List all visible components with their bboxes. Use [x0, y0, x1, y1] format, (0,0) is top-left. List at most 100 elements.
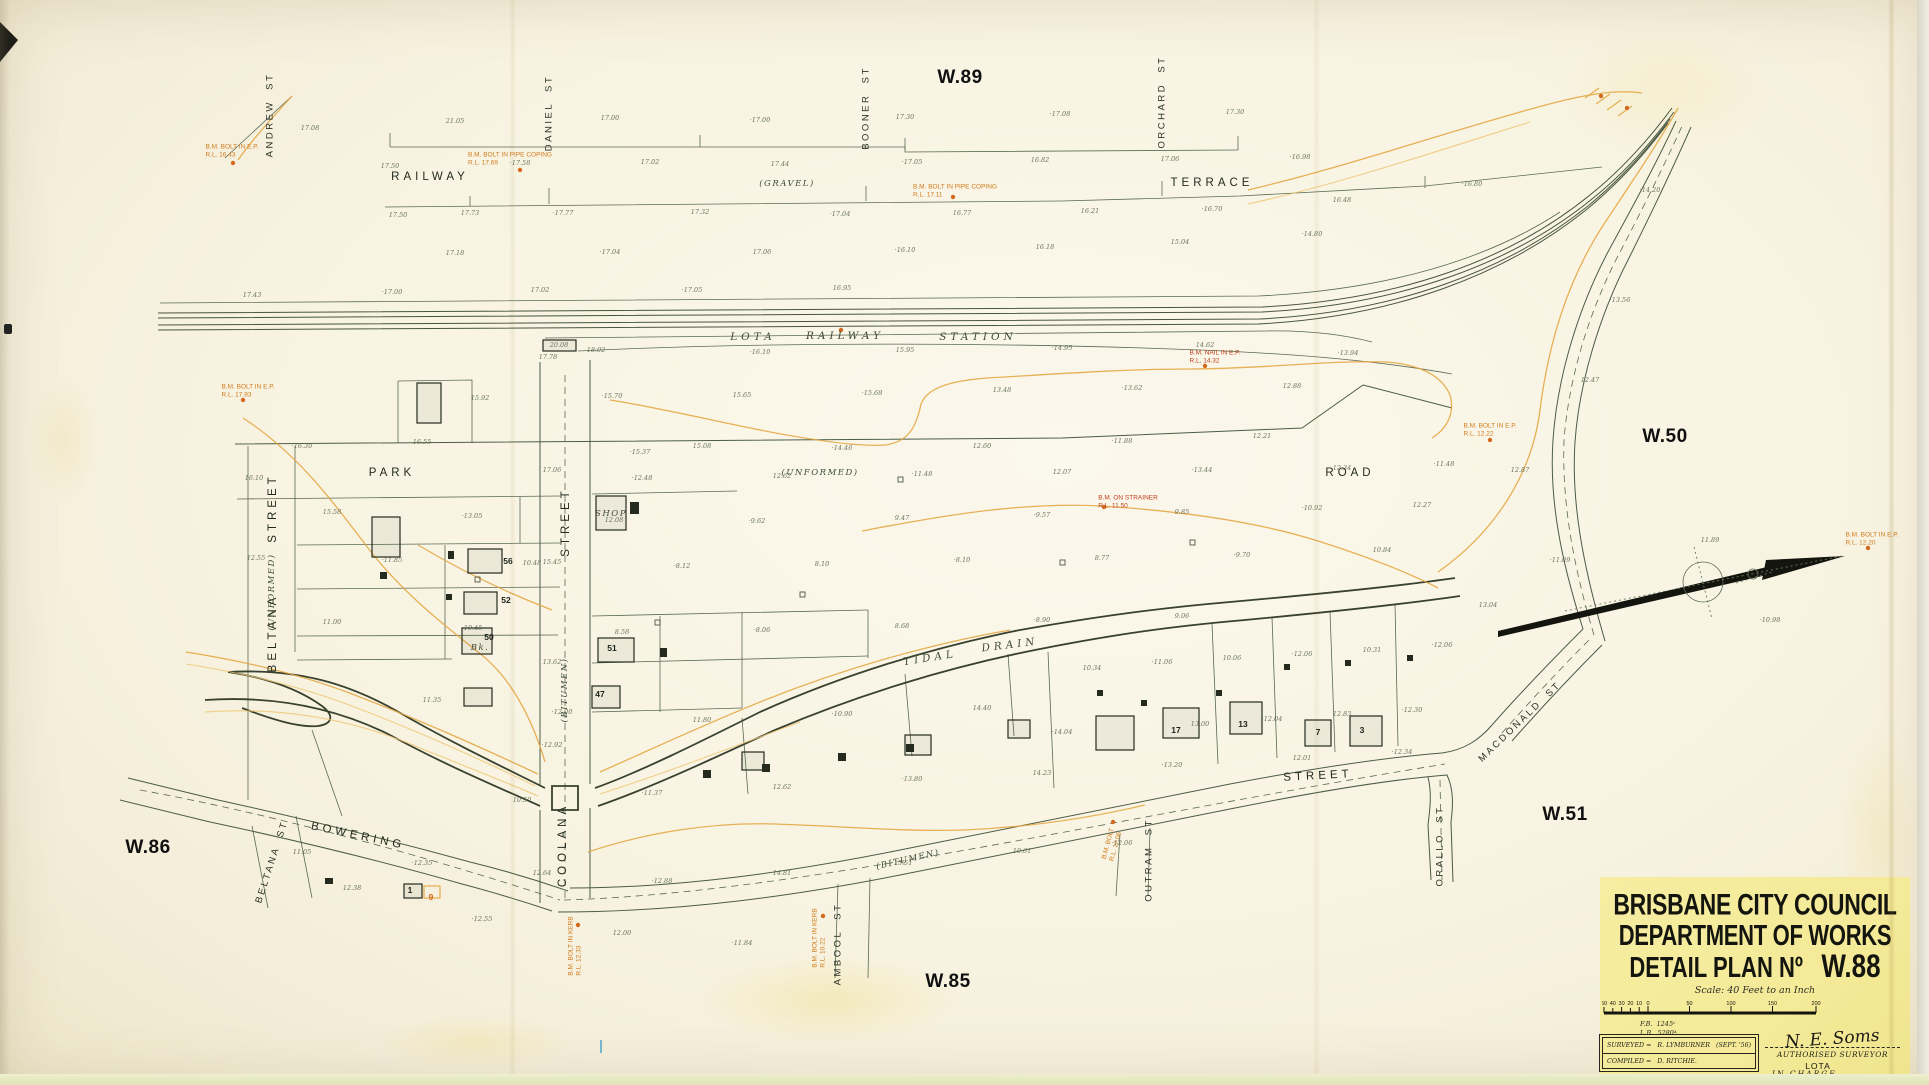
road-line — [127, 777, 569, 892]
field-book: F.B. 1245ᶜ — [1640, 1020, 1676, 1028]
benchmark-dot — [240, 397, 246, 403]
benchmark-dot — [1487, 437, 1493, 443]
scale-tick: 50 — [1602, 1001, 1607, 1007]
outbuilding — [762, 764, 770, 772]
compass-axis — [1735, 571, 1773, 584]
outbuilding — [1097, 690, 1103, 696]
building-footprint — [1095, 715, 1135, 751]
fence-line — [296, 658, 453, 661]
benchmark-dot — [1101, 504, 1107, 510]
fence-line — [295, 815, 313, 899]
title-block: BRISBANE CITY COUNCIL DEPARTMENT OF WORK… — [1599, 877, 1910, 1085]
fence-line — [1007, 653, 1015, 737]
contour-faint — [1247, 121, 1531, 205]
building-footprint — [595, 495, 627, 531]
contour — [417, 544, 553, 611]
book-references: F.B. 1245ᶜ L.B. 5280ᴬ — [1640, 1020, 1677, 1038]
survey-mark — [799, 591, 806, 598]
left-edge-shadow — [0, 0, 10, 1085]
scale-tick: 200 — [1811, 1001, 1820, 1007]
railway-track — [157, 111, 1675, 319]
contour-faint — [185, 663, 536, 787]
fence-line — [1147, 827, 1151, 897]
fence-line — [1394, 603, 1399, 747]
locality-name: LOTA — [1805, 1061, 1831, 1071]
in-charge-note: IN CHARGE — [1772, 1069, 1837, 1078]
fence-line — [397, 379, 473, 443]
plan-number-line: DETAIL PLAN Nº W.88 — [1600, 947, 1910, 985]
ink-speck — [4, 324, 12, 334]
road-line — [1427, 776, 1432, 881]
contour — [861, 504, 1439, 589]
compass-circle — [1747, 568, 1759, 580]
north-arrow — [1762, 556, 1845, 580]
building-footprint — [597, 637, 635, 663]
building-footprint — [1162, 707, 1200, 739]
fence-line — [224, 95, 293, 159]
road-line — [557, 774, 1454, 913]
fence-line — [251, 825, 269, 909]
fence-line — [1329, 610, 1336, 753]
building-footprint — [463, 687, 493, 707]
scanner-strip — [0, 1074, 1929, 1085]
department-title: DEPARTMENT OF WORKS — [1618, 919, 1892, 952]
surveyor-signature: N. E. Soms — [1784, 1025, 1881, 1053]
survey-mark — [654, 619, 661, 626]
contour — [423, 885, 441, 899]
scale-tick: 100 — [1726, 1001, 1735, 1007]
building-footprint — [542, 339, 577, 352]
fence-line — [591, 609, 869, 617]
fence-line — [236, 495, 561, 500]
contour-faint — [204, 710, 801, 797]
right-edge-strip — [1917, 0, 1929, 1085]
scale-bar: 50 40 30 20 10 0 50 100 150 200 — [1602, 1001, 1821, 1015]
outbuilding — [1216, 690, 1222, 696]
building-footprint — [1349, 715, 1383, 747]
fold-crease — [509, 0, 516, 1085]
outbuilding — [325, 878, 333, 884]
fence-line — [591, 655, 869, 664]
scale-tick: 50 — [1686, 1001, 1692, 1007]
fence-line — [1271, 616, 1278, 759]
scale-tick: 150 — [1768, 1001, 1777, 1007]
outbuilding — [1141, 700, 1147, 706]
road-centerline — [1501, 636, 1593, 734]
fence-line — [296, 634, 559, 637]
crossing-hatch — [1606, 99, 1622, 111]
outbuilding — [380, 572, 387, 579]
road-centerline — [139, 789, 561, 901]
road-line — [234, 384, 1364, 445]
survey-mark — [897, 476, 904, 483]
fence-line — [577, 343, 1453, 375]
fence-line — [159, 211, 1561, 304]
tidal-drain — [204, 595, 1461, 807]
fence-line — [544, 330, 1373, 343]
surveyor-role: AUTHORISED SURVEYOR — [1776, 1050, 1889, 1059]
building-footprint — [741, 751, 765, 771]
signature-block: N. E. Soms AUTHORISED SURVEYOR — [1765, 1025, 1900, 1059]
north-arrow — [1498, 562, 1788, 637]
surveyed-by: SURVEYED = R. LYMBURNER (SEPT. '56) — [1607, 1042, 1752, 1049]
benchmark-dot — [1202, 363, 1208, 369]
fence-line — [1047, 651, 1055, 789]
benchmark-dot — [1865, 545, 1871, 551]
level-book: L.B. 5280ᴬ — [1640, 1029, 1677, 1038]
road-line — [119, 799, 553, 912]
survey-mark — [1059, 559, 1066, 566]
scale-tick: 10 — [1636, 1001, 1642, 1007]
road-line — [1362, 384, 1453, 409]
fence-line — [1115, 833, 1121, 897]
building-footprint — [1007, 719, 1031, 739]
outbuilding — [838, 753, 846, 761]
fold-crease — [1313, 0, 1320, 1085]
building-footprint — [1304, 719, 1332, 747]
outbuilding — [1345, 660, 1351, 666]
benchmark-dot — [950, 194, 956, 200]
benchmark-dot — [820, 913, 826, 919]
building-footprint — [371, 516, 401, 558]
fence-line — [591, 490, 738, 495]
outbuilding — [1407, 655, 1413, 661]
outbuilding — [448, 551, 454, 559]
tidal-drain — [227, 671, 332, 728]
